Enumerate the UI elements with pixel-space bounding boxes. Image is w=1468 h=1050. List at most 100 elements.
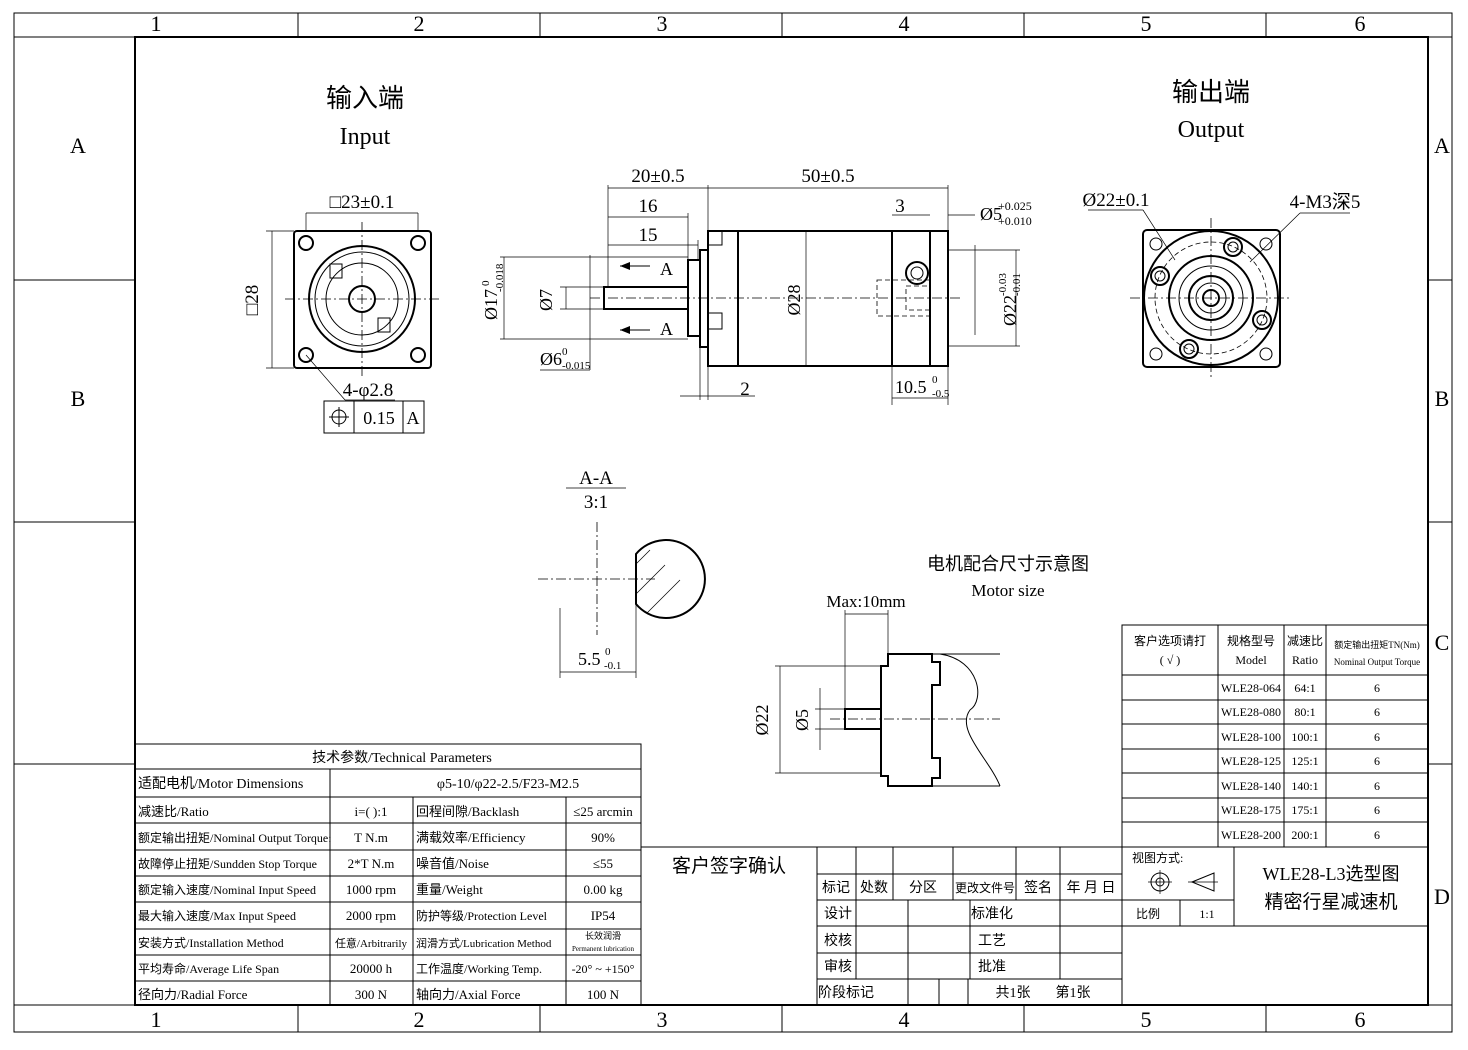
tech-l2: 重量/Weight: [416, 882, 483, 897]
tech-v2: IP54: [591, 908, 616, 923]
dim-out-holes: 4-M3深5: [1290, 191, 1361, 213]
position-tolerance-frame: [323, 400, 425, 434]
model-row-torque: 6: [1374, 779, 1380, 793]
dim-2: 2: [740, 379, 750, 400]
dim-phi5-tol-up: +0.025: [998, 199, 1032, 213]
tech-l1: 安装方式/Installation Method: [138, 935, 284, 950]
tech-v1: 2*T N.m: [348, 856, 395, 871]
drawing-title-2: 精密行星减速机: [1264, 891, 1397, 913]
dim-phi6: Ø6: [540, 349, 562, 369]
outer-frame: [13, 12, 1453, 1033]
col-4-top: 4: [899, 11, 910, 36]
tech-l2: 回程间隙/Backlash: [416, 804, 520, 819]
tech-table: [134, 743, 642, 1006]
model-row-torque: 6: [1374, 705, 1380, 719]
dim-motor-phi22: Ø22: [752, 705, 772, 736]
tech-v1: 2000 rpm: [346, 908, 396, 923]
section-a-top: A: [660, 259, 673, 279]
model-head-1-cn: 客户选项请打: [1134, 633, 1206, 648]
model-head-4-en: Nominal Output Torque: [1334, 657, 1420, 667]
dim-phi22-tol-up: -0.03: [997, 273, 1009, 296]
tb-standard: 标准化: [971, 906, 1013, 922]
model-row-model: WLE28-140: [1221, 779, 1281, 793]
model-row-model: WLE28-175: [1221, 803, 1281, 817]
tol-value: 0.15: [363, 408, 395, 428]
model-row-ratio: 200:1: [1291, 828, 1318, 842]
col-5-bottom: 5: [1141, 1007, 1152, 1032]
motor-size-cn: 电机配合尺寸示意图: [927, 554, 1089, 574]
tb-count: 处数: [860, 880, 888, 896]
projection-symbol-icon: [1148, 870, 1218, 894]
drawing-title-1: WLE28-L3选型图: [1263, 864, 1400, 884]
model-head-4-cn: 额定输出扭矩TN(Nm): [1334, 639, 1420, 650]
tech-l2: 轴向力/Axial Force: [416, 987, 521, 1002]
input-title-cn: 输入端: [326, 84, 404, 113]
side-view: [500, 185, 1020, 405]
tech-v2: ≤25 arcmin: [573, 804, 633, 819]
model-row-ratio: 80:1: [1294, 705, 1315, 719]
tech-l2: 工作温度/Working Temp.: [416, 961, 542, 976]
tech-v2: 0.00 kg: [584, 882, 624, 897]
row-c-right: C: [1435, 630, 1450, 655]
col-1-top: 1: [151, 11, 162, 36]
section-view: [538, 522, 706, 678]
column-ticks: [14, 13, 1452, 1032]
col-1-bottom: 1: [151, 1007, 162, 1032]
row-d-right: D: [1434, 884, 1450, 909]
tech-v2: 长效润滑: [585, 930, 621, 941]
model-row-model: WLE28-080: [1221, 705, 1281, 719]
tb-check: 校核: [824, 932, 852, 949]
model-head-2-en: Model: [1235, 653, 1267, 667]
model-row-torque: 6: [1374, 730, 1380, 744]
output-view: [1088, 209, 1350, 378]
model-row-torque: 6: [1374, 828, 1380, 842]
col-6-top: 6: [1355, 11, 1366, 36]
dim-50: 50±0.5: [801, 166, 854, 187]
customer-sign: 客户签字确认: [672, 855, 786, 877]
motor-size-en: Motor size: [971, 581, 1044, 600]
tb-scale-value: 1:1: [1199, 907, 1214, 921]
dim-phi28: Ø28: [784, 285, 804, 316]
model-row-model: WLE28-125: [1221, 754, 1281, 768]
col-5-top: 5: [1141, 11, 1152, 36]
tb-total: 共1张: [996, 985, 1031, 1001]
dim-phi17-tol-lo: -0.018: [494, 263, 506, 292]
tech-v1: 1000 rpm: [346, 882, 396, 897]
tech-l1: 额定输出扭矩/Nominal Output Torque:: [138, 830, 332, 845]
motor-size-view: [775, 610, 1001, 787]
dim-15: 15: [639, 225, 658, 246]
dim-phi6-tol-lo: -0.015: [562, 360, 591, 372]
tb-date: 年 月 日: [1067, 880, 1116, 896]
col-3-bottom: 3: [657, 1007, 668, 1032]
model-row-torque: 6: [1374, 803, 1380, 817]
dim-phi6-tol-up: 0: [562, 346, 568, 358]
tb-scale-label: 比例: [1136, 907, 1160, 921]
dim-phi17-tol-up: 0: [480, 280, 492, 286]
dim-key-55: 5.5: [578, 649, 601, 669]
tech-l1: 故障停止扭矩/Sundden Stop Torque: [138, 856, 317, 871]
tb-view-method: 视图方式:: [1132, 850, 1183, 865]
tb-docno: 更改文件号: [955, 880, 1015, 895]
dim-motor-phi5: Ø5: [792, 709, 812, 731]
output-title-en: Output: [1178, 117, 1245, 143]
tech-l1: 径向力/Radial Force: [138, 987, 248, 1002]
row-b-left: B: [71, 386, 86, 411]
tech-v2: ≤55: [593, 856, 613, 871]
tech-v1: T N.m: [354, 830, 388, 845]
dim-input-holes: 4-φ2.8: [343, 380, 394, 401]
model-row-torque: 6: [1374, 754, 1380, 768]
row-b-right: B: [1435, 386, 1450, 411]
tb-approve: 批准: [978, 959, 1006, 975]
dim-phi22-tol-lo: -0.01: [1011, 273, 1023, 296]
section-label: A-A: [579, 468, 613, 489]
tech-l1: 最大输入速度/Max Input Speed: [138, 908, 296, 923]
tb-sign: 签名: [1024, 879, 1052, 896]
dim-105: 10.5: [895, 377, 927, 397]
dim-input-square: □23±0.1: [330, 192, 395, 213]
model-head-1-en: ( √ ): [1160, 653, 1181, 667]
tb-sheet: 第1张: [1056, 984, 1091, 1001]
dim-105-tol-lo: -0.5: [932, 388, 950, 400]
model-head-3-cn: 减速比: [1287, 634, 1323, 648]
dim-motor-max: Max:10mm: [826, 592, 905, 611]
